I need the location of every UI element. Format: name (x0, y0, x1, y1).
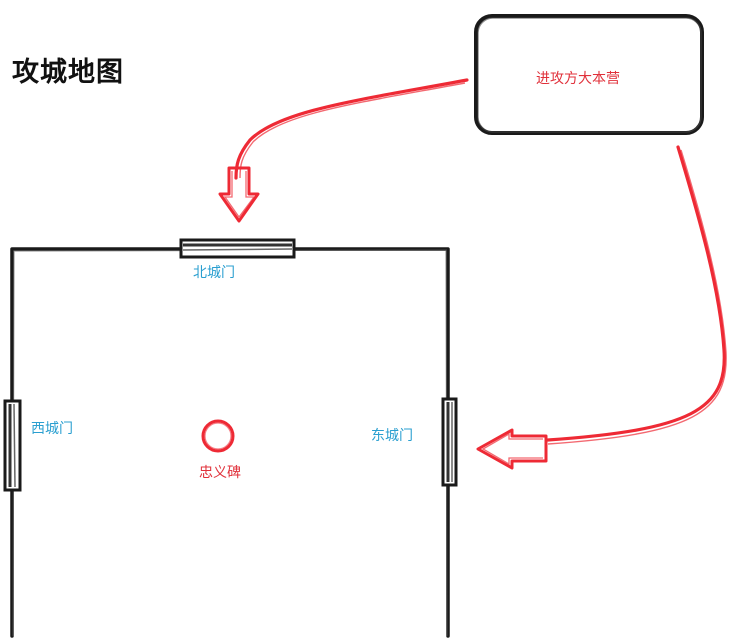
north-gate-label: 北城门 (193, 265, 235, 281)
west-gate-label: 西城门 (31, 421, 73, 437)
arrow-to-east-gate (476, 145, 727, 470)
map-title: 攻城地图 (12, 57, 124, 88)
monument-label: 忠义碑 (199, 465, 241, 481)
attacker-camp-label: 进攻方大本营 (536, 71, 620, 87)
east-gate (441, 397, 458, 487)
arrow-to-north-gate (218, 78, 469, 223)
north-gate (179, 238, 296, 259)
attacker-camp-box (474, 14, 704, 135)
east-gate-label: 东城门 (371, 428, 413, 444)
west-gate (3, 399, 22, 492)
monument-marker (201, 419, 235, 453)
